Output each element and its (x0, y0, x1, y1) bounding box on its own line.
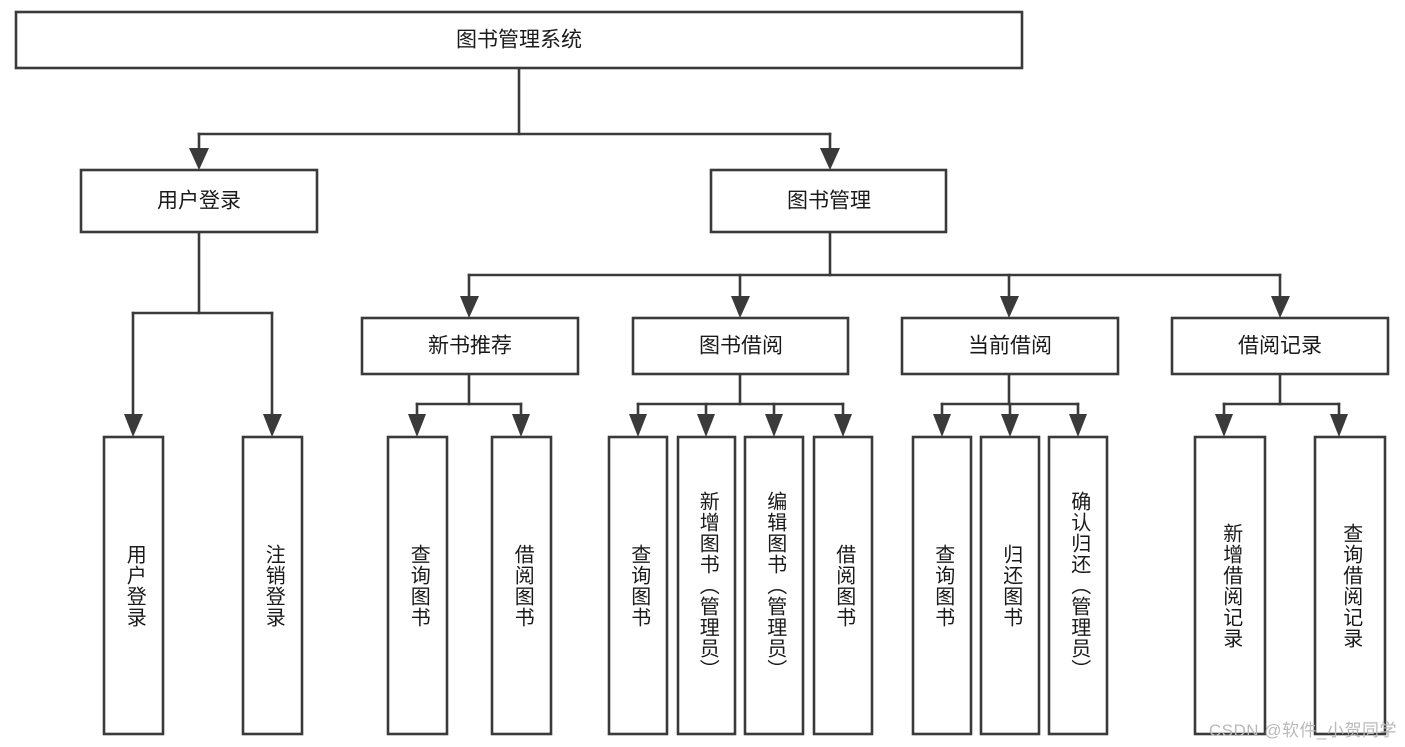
node-leaf-query-book-2[interactable] (607, 435, 669, 736)
connector-group-borrow-record-to-leaves (1215, 372, 1348, 437)
node-root-book-management-system[interactable] (14, 10, 1024, 70)
arrow-head-leaf-query-record (1330, 414, 1348, 437)
connector-group-book-manage-to-level3 (460, 230, 1290, 318)
arrow-head-leaf-add-record (1215, 414, 1233, 437)
arrow-head-leaf-borrow-book-2 (834, 414, 852, 437)
arrow-head-leaf-user-login (124, 414, 143, 437)
connector-group-user-login-to-leaves (124, 230, 282, 437)
node-current-borrow[interactable] (900, 316, 1120, 376)
arrow-head-leaf-borrow-book-1 (512, 414, 530, 437)
node-borrow-record-label: 借阅记录 (1238, 335, 1322, 358)
arrow-head-leaf-return-book (1001, 414, 1019, 437)
node-leaf-query-book-1[interactable] (386, 435, 449, 736)
node-root-label: 图书管理系统 (456, 29, 582, 52)
node-user-login-label: 用户登录 (157, 190, 241, 213)
arrow-head-book-borrow (731, 296, 750, 318)
node-leaf-confirm-return-admin[interactable] (1047, 435, 1109, 736)
arrow-head-leaf-logout (263, 414, 282, 437)
node-leaf-add-borrow-record[interactable] (1193, 435, 1267, 736)
node-book-borrow[interactable] (631, 316, 850, 376)
node-leaf-user-login[interactable] (102, 435, 165, 736)
arrow-head-leaf-edit-book (765, 414, 783, 437)
arrow-head-leaf-add-book (697, 414, 715, 437)
node-new-book-recommend[interactable] (360, 316, 580, 376)
arrow-head-leaf-query-book-3 (933, 414, 951, 437)
node-leaf-borrow-book-2[interactable] (812, 435, 874, 736)
node-leaf-logout[interactable] (241, 435, 304, 736)
node-leaf-borrow-book-1[interactable] (490, 435, 553, 736)
arrow-head-leaf-confirm-return (1069, 414, 1087, 437)
node-user-login[interactable] (79, 168, 319, 234)
connector-group-book-borrow-to-leaves (629, 372, 852, 437)
node-current-borrow-label: 当前借阅 (968, 335, 1052, 358)
node-book-borrow-label: 图书借阅 (699, 335, 783, 358)
node-book-management[interactable] (709, 168, 948, 234)
node-leaf-edit-book-admin[interactable] (743, 435, 805, 736)
node-borrow-record[interactable] (1170, 316, 1390, 376)
arrow-head-leaf-query-book-1 (408, 414, 426, 437)
node-leaf-return-book[interactable] (979, 435, 1041, 736)
node-book-management-label: 图书管理 (787, 190, 871, 213)
watermark-text: CSDN @软件_小贺同学 (1208, 721, 1397, 740)
arrow-head-borrow-record (1271, 296, 1290, 318)
arrow-head-current-borrow (1000, 296, 1019, 318)
node-leaf-query-borrow-record[interactable] (1313, 435, 1387, 736)
connector-group-root-to-level2 (189, 66, 840, 170)
arrow-head-book-manage (820, 148, 840, 170)
node-leaf-query-book-3[interactable] (911, 435, 973, 736)
connector-group-current-borrow-to-leaves (933, 372, 1087, 437)
node-new-book-recommend-label: 新书推荐 (428, 335, 512, 358)
arrow-head-leaf-query-book-2 (629, 414, 647, 437)
connector-group-new-book-recommend-to-leaves (408, 372, 530, 437)
arrow-head-new-book-recommend (460, 296, 479, 318)
node-leaf-add-book-admin[interactable] (676, 435, 737, 736)
arrow-head-user-login (189, 148, 209, 170)
